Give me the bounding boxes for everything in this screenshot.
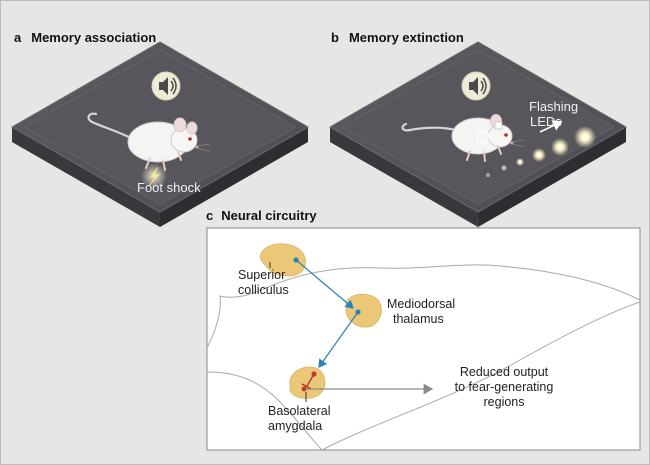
reduced-output-line2: to fear-generating bbox=[454, 380, 554, 394]
panel-b-heading: b Memory extinction bbox=[331, 30, 464, 45]
superior-colliculus-label: Superior colliculus bbox=[238, 268, 289, 298]
mediodorsal-thalamus-line1: Mediodorsal bbox=[387, 297, 456, 311]
inhibition-line bbox=[306, 373, 315, 387]
mediodorsal-thalamus-label: Mediodorsal thalamus bbox=[387, 297, 455, 327]
brain-outline bbox=[206, 371, 323, 451]
panel-b-letter: b bbox=[331, 30, 339, 45]
panel-a-letter: a bbox=[14, 30, 22, 45]
panel-c-heading: c Neural circuitry bbox=[206, 208, 317, 223]
projection-arrow bbox=[295, 259, 354, 309]
basolateral-amygdala-line1: Basolateral bbox=[268, 404, 331, 418]
speaker-icon bbox=[151, 71, 181, 101]
basolateral-amygdala-label: Basolateral amygdala bbox=[268, 404, 331, 434]
panel-b-title: Memory extinction bbox=[348, 30, 464, 45]
panel-c-title: Neural circuitry bbox=[221, 208, 317, 223]
reduced-output-line3: regions bbox=[483, 395, 525, 409]
superior-colliculus-region bbox=[259, 243, 306, 277]
flashing-leds-label: Flashing LEDs bbox=[529, 99, 578, 129]
panel-a-heading: a Memory association bbox=[14, 30, 156, 45]
brain-outline bbox=[321, 301, 641, 451]
mediodorsal-thalamus-line2: thalamus bbox=[393, 312, 444, 326]
superior-colliculus-line2: colliculus bbox=[238, 283, 289, 297]
foot-shock-label: Foot shock bbox=[137, 180, 201, 195]
mediodorsal-thalamus-region bbox=[345, 293, 382, 328]
speaker-icon bbox=[461, 71, 491, 101]
flashing-leds-line1: Flashing bbox=[529, 99, 579, 114]
led-icon bbox=[486, 120, 596, 177]
electrode-icon bbox=[477, 121, 503, 143]
flashing-leds-line2: LEDs bbox=[530, 114, 562, 129]
reduced-output-line1: Reduced output bbox=[459, 365, 549, 379]
projection-arrow bbox=[318, 311, 359, 368]
reduced-output-label: Reduced output to fear-generating region… bbox=[442, 365, 566, 410]
superior-colliculus-line1: Superior bbox=[238, 268, 286, 282]
panel-c-letter: c bbox=[206, 208, 214, 223]
brain-outline bbox=[206, 264, 641, 349]
basolateral-amygdala-region bbox=[289, 366, 326, 399]
lightning-icon bbox=[141, 163, 167, 189]
basolateral-amygdala-line2: amygdala bbox=[268, 419, 323, 433]
panel-a-title: Memory association bbox=[31, 30, 157, 45]
